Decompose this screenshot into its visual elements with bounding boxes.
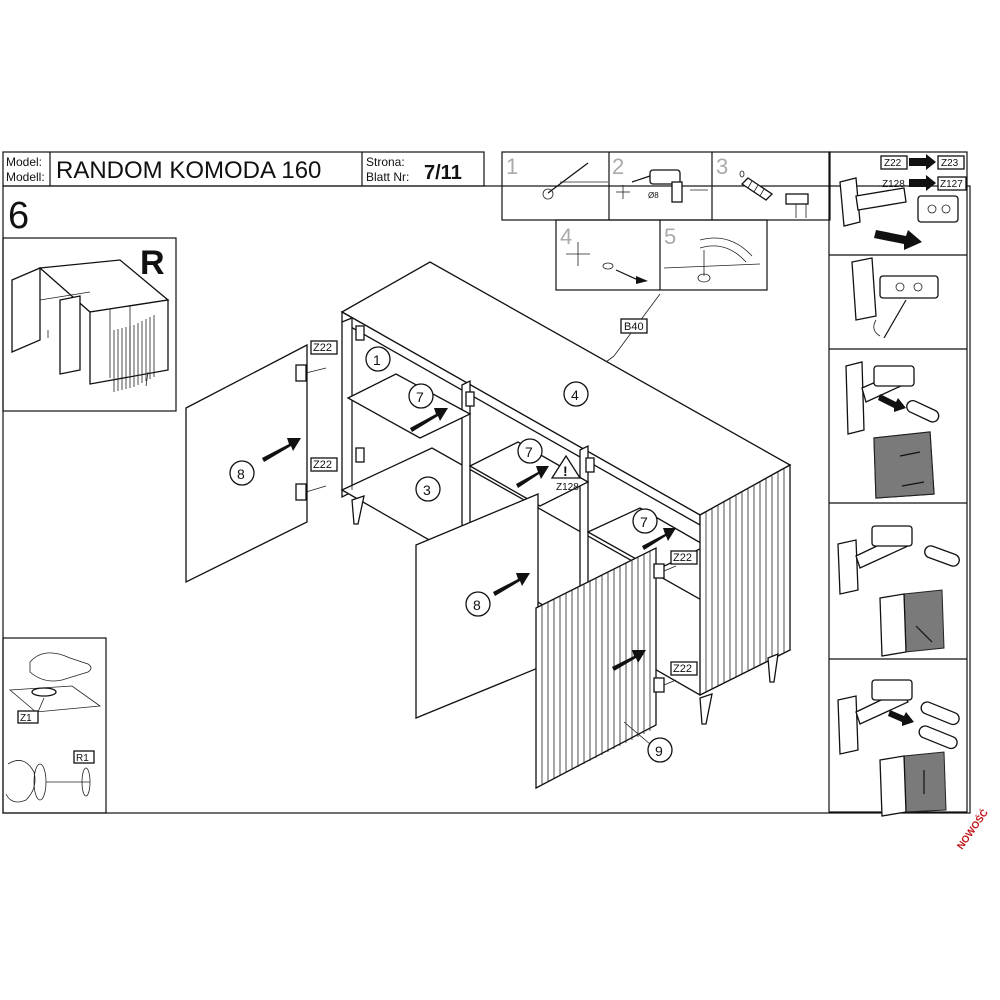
dowel-icon <box>739 170 809 218</box>
part-3-label: 3 <box>423 482 431 498</box>
part-4-label: 4 <box>571 387 579 403</box>
arrow-icon <box>493 573 530 596</box>
tool-step-3: 3 <box>716 154 728 179</box>
model-label-pl: Model: <box>6 155 42 169</box>
hinge-icon <box>851 257 939 339</box>
hand-icon <box>29 652 92 682</box>
accessories-panel: Z1 R1 <box>2 637 107 814</box>
callout-box <box>620 318 648 334</box>
accessory-r1: R1 <box>76 753 89 764</box>
drill-bit-label: Ø8 <box>648 191 659 200</box>
callout-z22: Z22 <box>673 552 692 564</box>
cabinet-leg <box>699 693 713 725</box>
arrow-icon <box>262 438 301 462</box>
legend-from-a: Z22 <box>884 158 902 169</box>
arrow-icon <box>410 408 448 432</box>
legend-to-a: Z23 <box>941 158 959 169</box>
felt-pad-icon <box>31 687 57 697</box>
callout-b40: B40 <box>624 321 644 333</box>
part-9-label: 9 <box>655 743 663 759</box>
legend-from-b: Z128 <box>882 179 905 190</box>
part-1-label: 1 <box>373 352 381 368</box>
arrow-icon <box>612 650 646 671</box>
main-frame <box>2 185 971 814</box>
cabinet-leg <box>767 652 779 683</box>
door-fluted <box>535 546 677 790</box>
hinge-plate <box>355 447 365 463</box>
callout-z128: Z128 <box>556 482 579 493</box>
screw-icon <box>566 242 648 284</box>
accessory-z1: Z1 <box>20 713 32 724</box>
hinge-icon <box>837 679 960 817</box>
tool-step-1: 1 <box>506 154 518 179</box>
arrow-icon <box>516 466 549 488</box>
hinge-icon <box>837 525 960 657</box>
callout-z22: Z22 <box>313 342 332 354</box>
right-arrow-icon <box>909 175 936 191</box>
product-title: RANDOM KOMODA 160 <box>56 157 321 184</box>
shelf <box>346 373 472 439</box>
side-mark: R <box>140 244 165 282</box>
tool-step-2: 2 <box>612 154 624 179</box>
callout-z22: Z22 <box>673 663 692 675</box>
right-arrow-icon <box>909 154 936 170</box>
door-left <box>185 343 327 584</box>
model-label-de: Modell: <box>6 170 45 184</box>
part-8-label: 8 <box>237 466 245 482</box>
page-number: 7/11 <box>424 162 462 184</box>
drill-icon <box>631 169 708 203</box>
pencil-icon <box>547 162 589 194</box>
tool-step-4: 4 <box>560 224 572 249</box>
part-labels: 1 3 4 7 7 7 8 8 9 <box>229 346 673 763</box>
svg-text:!: ! <box>563 463 568 479</box>
tool-step-5: 5 <box>664 224 676 249</box>
page-label-de: Blatt Nr: <box>366 170 409 184</box>
hinge-icon <box>839 177 959 250</box>
tool-steps: 1 2 3 4 5 Ø8 <box>501 151 831 291</box>
part-7-label: 7 <box>525 444 533 460</box>
direction-arrows <box>262 408 676 671</box>
hinge-panels: Z22 Z23 Z128 Z127 <box>828 151 968 817</box>
knob-icon <box>5 760 36 803</box>
warning-icon <box>550 454 582 479</box>
part-7-label: 7 <box>416 389 424 405</box>
hinge-plate <box>355 325 365 341</box>
overview-panel: R <box>2 237 177 412</box>
arrow-icon <box>642 528 676 550</box>
part-8-label: 8 <box>473 597 481 613</box>
washer-icon <box>663 237 761 283</box>
legend-to-b: Z127 <box>940 179 963 190</box>
hinge-icon <box>845 361 940 499</box>
callout-z22: Z22 <box>313 459 332 471</box>
right-side-panel <box>699 463 791 697</box>
part-7-label: 7 <box>640 514 648 530</box>
cabinet-leg <box>351 495 365 525</box>
page-label-pl: Strona: <box>366 155 405 169</box>
header-table: Model: Modell: RANDOM KOMODA 160 Strona:… <box>2 151 485 187</box>
step-number: 6 <box>8 195 29 237</box>
